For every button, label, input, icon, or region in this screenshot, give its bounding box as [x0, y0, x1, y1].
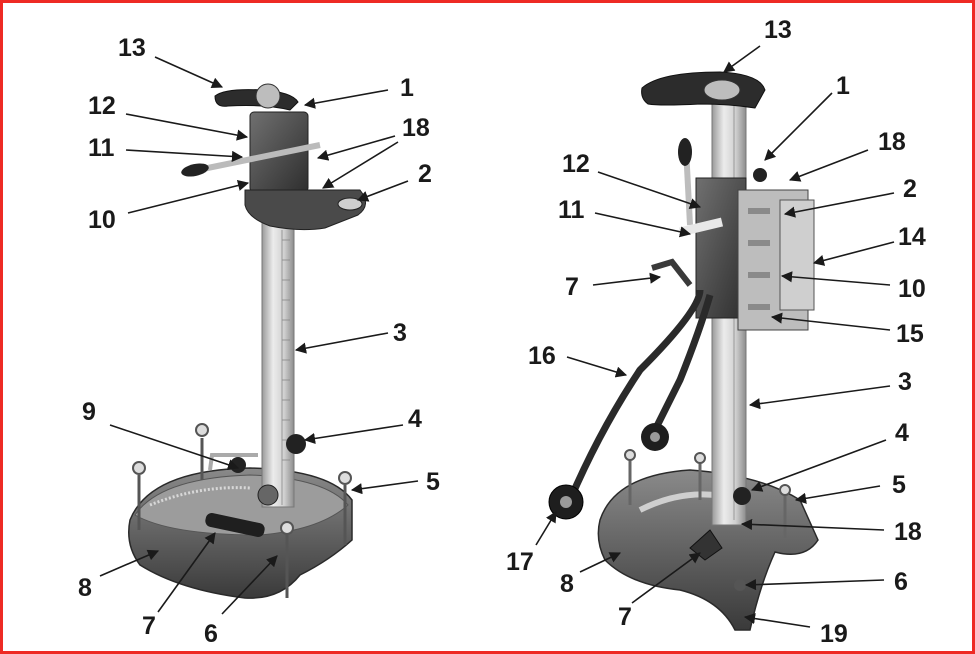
right-bolt-6	[734, 579, 746, 591]
right-label-16: 16	[528, 342, 556, 370]
left-clamp-4	[286, 434, 306, 454]
right-label-19: 19	[820, 620, 848, 648]
right-wheel-rear-hub	[650, 432, 660, 442]
right-label-7-upper: 7	[565, 273, 579, 301]
right-label-1: 1	[836, 72, 850, 100]
right-tool-plate-slots	[748, 208, 770, 310]
right-leveling-screws	[624, 449, 791, 538]
right-lever-7-upper	[651, 258, 693, 287]
right-label-10: 10	[898, 275, 926, 303]
right-knob-1	[753, 168, 767, 182]
left-callouts: 13 1 12 18 11 2 10 3 9 4 5 8 7 6	[78, 34, 440, 648]
left-base-top	[134, 474, 349, 536]
left-label-2: 2	[418, 160, 432, 188]
right-label-17: 17	[506, 548, 534, 576]
left-top-knob	[255, 83, 281, 109]
right-tool-plate-face	[779, 199, 815, 311]
right-label-4: 4	[895, 419, 909, 447]
right-label-18: 18	[878, 128, 906, 156]
left-feed-handle	[187, 142, 321, 175]
left-stand	[128, 83, 366, 599]
right-trolley-frame-2	[646, 294, 714, 442]
left-label-8: 8	[78, 574, 92, 602]
right-top-handle	[641, 71, 766, 109]
right-label-14: 14	[898, 223, 926, 251]
right-label-8: 8	[560, 570, 574, 598]
left-label-18: 18	[402, 114, 430, 142]
left-pivot-6	[257, 484, 279, 506]
left-clamp-9	[230, 457, 246, 473]
right-label-5: 5	[892, 471, 906, 499]
left-feed-grip	[181, 163, 209, 177]
right-wheel-17-hub	[560, 496, 572, 508]
right-stand	[548, 71, 819, 631]
right-trolley-frame	[566, 289, 704, 502]
left-label-6: 6	[204, 620, 218, 648]
right-label-3: 3	[898, 368, 912, 396]
left-leveling-screws	[132, 423, 352, 598]
right-label-2: 2	[903, 175, 917, 203]
left-lever-7	[205, 513, 265, 537]
right-label-12: 12	[562, 150, 590, 178]
left-label-9: 9	[82, 398, 96, 426]
left-label-13: 13	[118, 34, 146, 62]
right-clamp-4	[733, 487, 751, 505]
right-top-disc	[703, 79, 741, 101]
left-label-10: 10	[88, 206, 116, 234]
left-label-12: 12	[88, 92, 116, 120]
right-feed-grip	[678, 138, 692, 166]
left-label-11: 11	[88, 134, 115, 162]
left-base-scale	[149, 486, 251, 507]
left-column	[261, 181, 295, 508]
right-label-13: 13	[764, 16, 792, 44]
left-tool-holder	[244, 189, 366, 231]
right-label-11: 11	[558, 196, 585, 224]
left-label-7: 7	[142, 612, 156, 640]
left-label-4: 4	[408, 405, 422, 433]
right-label-15: 15	[896, 320, 924, 348]
left-label-3: 3	[393, 319, 407, 347]
right-callouts: 13 1 18 12 2 11 14 7 10 15 16 3 4 5 18 1…	[506, 16, 926, 648]
right-label-7-lower: 7	[618, 603, 632, 631]
left-tool-holder-hole	[337, 197, 363, 211]
right-label-18-lower: 18	[894, 518, 922, 546]
left-rail	[208, 453, 258, 471]
right-label-6: 6	[894, 568, 908, 596]
left-label-1: 1	[400, 74, 414, 102]
left-label-5: 5	[426, 468, 440, 496]
